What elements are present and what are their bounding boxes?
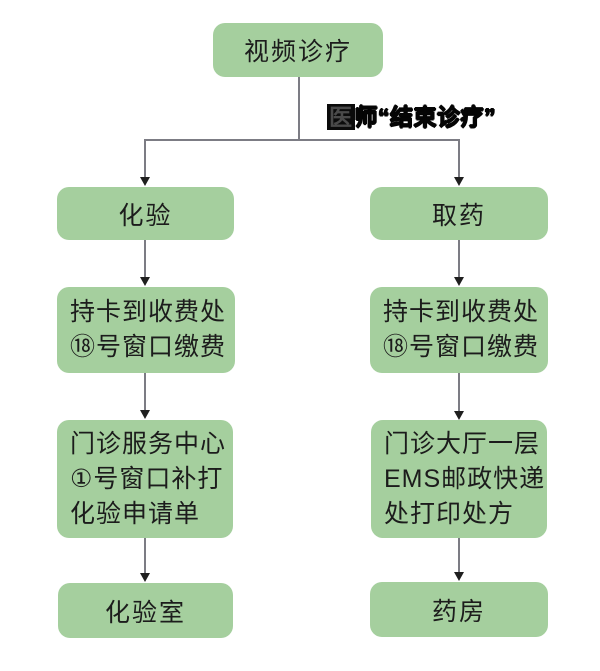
arrow-pay-to-ems-line (458, 373, 460, 411)
connector-branch-bar (144, 139, 459, 141)
node-ems-print: 门诊大厅一层 EMS邮政快递 处打印处方 (371, 420, 547, 538)
node-service-center-line2: ①号窗口补打 (70, 464, 224, 493)
arrow-pay-to-ems-head (453, 411, 464, 420)
arrow-to-get-medicine-head (453, 177, 464, 186)
node-pay-window-right: 持卡到收费处 ⑱号窗口缴费 (370, 287, 548, 373)
node-video-treatment: 视频诊疗 (213, 23, 383, 77)
arrow-to-get-medicine-line (458, 139, 460, 177)
arrow-to-lab-room-line (144, 538, 146, 573)
arrow-to-pharmacy-head (453, 572, 464, 581)
arrow-lab-to-pay-head (139, 277, 150, 286)
node-lab-room: 化验室 (58, 583, 233, 638)
node-pay-window-left: 持卡到收费处 ⑱号窗口缴费 (57, 287, 235, 373)
node-pay-window-left-line1: 持卡到收费处 (70, 298, 227, 326)
arrow-pay-to-service-center-head (139, 410, 150, 419)
node-get-medicine: 取药 (370, 187, 548, 240)
node-ems-print-line3: 处打印处方 (384, 499, 515, 528)
node-pay-window-left-line2: ⑱号窗口缴费 (70, 333, 227, 361)
arrow-to-pharmacy-line (458, 538, 460, 572)
node-get-medicine-label: 取药 (431, 201, 486, 230)
node-lab-room-label: 化验室 (104, 598, 186, 627)
arrow-to-lab-test-head (139, 177, 150, 186)
node-lab-test-label: 化验 (118, 201, 173, 230)
node-pay-window-right-line1: 持卡到收费处 (383, 298, 540, 326)
node-lab-test: 化验 (57, 187, 234, 240)
node-service-center: 门诊服务中心 ①号窗口补打 化验申请单 (57, 420, 233, 538)
node-pharmacy-label: 药房 (431, 597, 486, 626)
node-ems-print-line1: 门诊大厅一层 (384, 429, 541, 458)
arrow-med-to-pay-line (458, 240, 460, 277)
node-service-center-line3: 化验申请单 (70, 499, 201, 528)
arrow-lab-to-pay-line (144, 240, 146, 277)
node-video-treatment-label: 视频诊疗 (243, 38, 352, 66)
arrow-pay-to-service-center-line (144, 373, 146, 410)
arrow-to-lab-room-head (139, 573, 150, 582)
node-pharmacy: 药房 (370, 582, 548, 637)
arrow-to-lab-test-line (144, 139, 146, 177)
connector-trunk-line (298, 77, 300, 140)
arrow-med-to-pay-head (453, 277, 464, 286)
node-pay-window-right-line2: ⑱号窗口缴费 (383, 333, 540, 361)
connector-label: 医师“结束诊疗” (327, 104, 496, 130)
node-service-center-line1: 门诊服务中心 (70, 429, 227, 458)
node-ems-print-line2: EMS邮政快递 (384, 464, 546, 493)
